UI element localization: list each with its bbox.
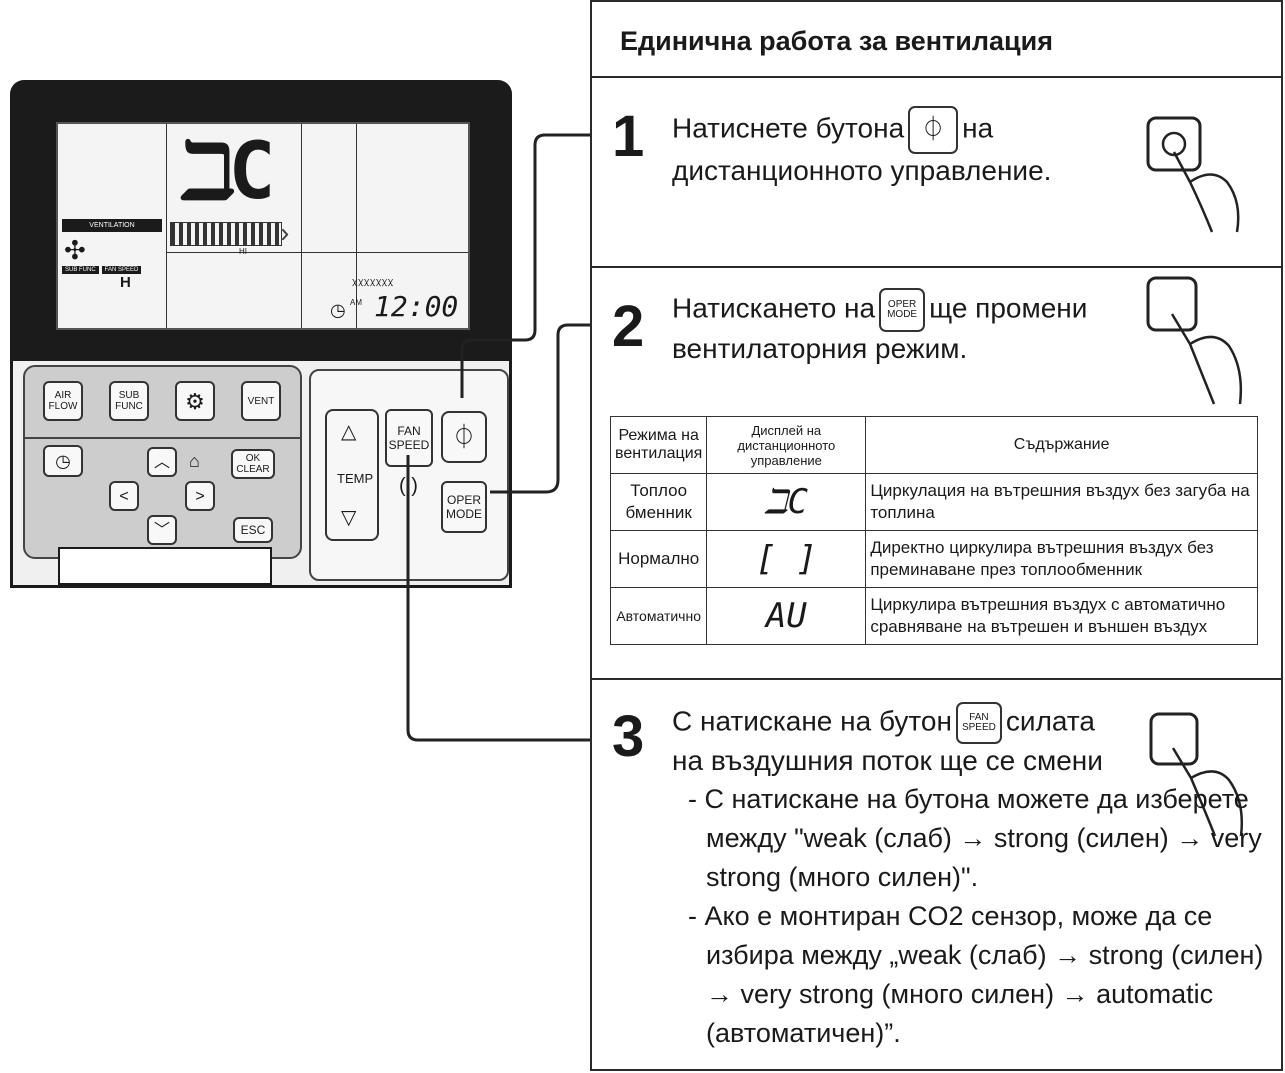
instruction-panel: Единична работа за вентилация 1 Натиснет… [590, 0, 1283, 1071]
step-2-number: 2 [612, 294, 645, 359]
lcd-fan-speed-label: FAN SPEED [101, 266, 142, 274]
lcd-mode-display: ℶC [182, 127, 275, 217]
down-button[interactable]: ﹀ [147, 515, 177, 545]
clock-icon: ◷ [330, 300, 346, 320]
temp-up-button[interactable]: △ [341, 421, 357, 443]
temp-down-button[interactable]: ▽ [341, 507, 357, 529]
table-row: Топлоо бменник ℶC Циркулация на вътрешни… [609, 473, 1258, 531]
vent-button[interactable]: VENT [241, 381, 281, 421]
chevron-left-icon: < [119, 487, 129, 505]
chevron-down-icon: ﹀ [153, 521, 170, 539]
panel-title: Единична работа за вентилация [620, 26, 1053, 56]
oper-mode-icon: OPER MODE [879, 288, 926, 332]
table-header-content: Съдържание [865, 416, 1258, 474]
fan-speed-icon: FAN SPEED [955, 702, 1002, 744]
table-header-mode: Режима на вентилация [609, 416, 708, 474]
step-3-number: 3 [612, 704, 645, 769]
display-cell: [ ] [706, 530, 867, 588]
lcd-sub-func-label: SUB FUNC [62, 266, 99, 274]
table-row: Нормално [ ] Директно циркулира вътрешни… [609, 530, 1258, 588]
step-3-bullets: - С натискане на бутона можете да избере… [688, 780, 1281, 1053]
power-icon: ⏀ [908, 106, 959, 154]
remote-lower: AIR FLOW SUB FUNC ⚙ VENT ◷ ︿ < > ﹀ ⌂ OK … [10, 358, 512, 588]
button-pad: AIR FLOW SUB FUNC ⚙ VENT ◷ ︿ < > ﹀ ⌂ OK … [23, 365, 302, 559]
sensor-icon: ( ) [399, 475, 418, 497]
fan-icon: ✣ [64, 235, 86, 265]
home-icon: ⌂ [189, 451, 200, 471]
right-button[interactable]: > [185, 481, 215, 511]
mode-cell: Автоматично [609, 587, 708, 645]
step-1-text: Натиснете бутона⏀на дистанционното управ… [672, 106, 1051, 188]
up-button[interactable]: ︿ [147, 447, 177, 477]
mode-cell: Нормално [609, 530, 708, 588]
settings-button[interactable]: ⚙ [175, 381, 215, 421]
fan-speed-button[interactable]: FAN SPEED [385, 409, 433, 467]
display-cell: AU [706, 587, 867, 645]
chevron-right-icon: > [195, 487, 205, 505]
hand-press-fan-speed-icon [1147, 702, 1257, 847]
oper-mode-button[interactable]: OPER MODE [441, 481, 487, 533]
content-cell: Циркулира вътрешния въздух с автоматично… [865, 587, 1258, 645]
display-cell: ℶC [706, 473, 867, 531]
content-cell: Директно циркулира вътрешния въздух без … [865, 530, 1258, 588]
mode-cell: Топлоо бменник [609, 473, 708, 531]
air-flow-button[interactable]: AIR FLOW [43, 381, 83, 421]
power-button[interactable]: ⏀ [441, 411, 487, 463]
table-header-display: Дисплей на дистанционното управление [706, 416, 867, 474]
content-cell: Циркулация на вътрешния въздух без загуб… [865, 473, 1258, 531]
remote-controller: ℶC › HI VENTILATION ✣ SUB FUNC FAN SPEED… [10, 80, 512, 588]
lcd-frame: ℶC › HI VENTILATION ✣ SUB FUNC FAN SPEED… [10, 80, 512, 358]
hand-press-power-icon [1142, 112, 1252, 247]
sub-func-button[interactable]: SUB FUNC [109, 381, 149, 421]
temp-control: △ TEMP ▽ [325, 409, 379, 541]
ventilation-modes-table: Режима на вентилация Дисплей на дистанци… [609, 416, 1258, 645]
control-area: △ TEMP ▽ FAN SPEED ⏀ ( ) OPER MODE [309, 369, 509, 581]
lcd-screen: ℶC › HI VENTILATION ✣ SUB FUNC FAN SPEED… [56, 122, 470, 330]
lcd-am: AM [350, 298, 362, 307]
left-button[interactable]: < [109, 481, 139, 511]
temp-label: TEMP [337, 471, 374, 486]
lcd-status-icons: ꭓꭓꭓꭓꭓꭓꭓ [352, 276, 394, 286]
chevron-up-icon: ︿ [153, 453, 170, 471]
lcd-small-level: HI [239, 247, 247, 256]
bullet-2: - Ако е монтиран CO2 сензор, може да се … [688, 901, 1264, 1048]
ok-clear-button[interactable]: OK CLEAR [231, 449, 275, 479]
lcd-time: 12:00 [374, 290, 459, 323]
lcd-fan-level: H [120, 274, 131, 291]
clock-icon: ◷ [55, 450, 71, 471]
lcd-ventilation-label: VENTILATION [62, 219, 162, 232]
power-icon: ⏀ [452, 423, 476, 451]
gear-icon: ⚙ [185, 388, 205, 414]
timer-button[interactable]: ◷ [43, 445, 83, 477]
esc-button[interactable]: ESC [233, 517, 273, 543]
bullet-1: - С натискане на бутона можете да избере… [688, 784, 1262, 892]
lcd-fan-bar [170, 222, 282, 246]
lcd-arrow-icon: › [280, 217, 290, 248]
hand-press-oper-mode-icon [1144, 274, 1254, 419]
table-row: Автоматично AU Циркулира вътрешния възду… [609, 587, 1258, 645]
step-1-number: 1 [612, 104, 645, 169]
remote-bottom-tab [58, 547, 272, 585]
